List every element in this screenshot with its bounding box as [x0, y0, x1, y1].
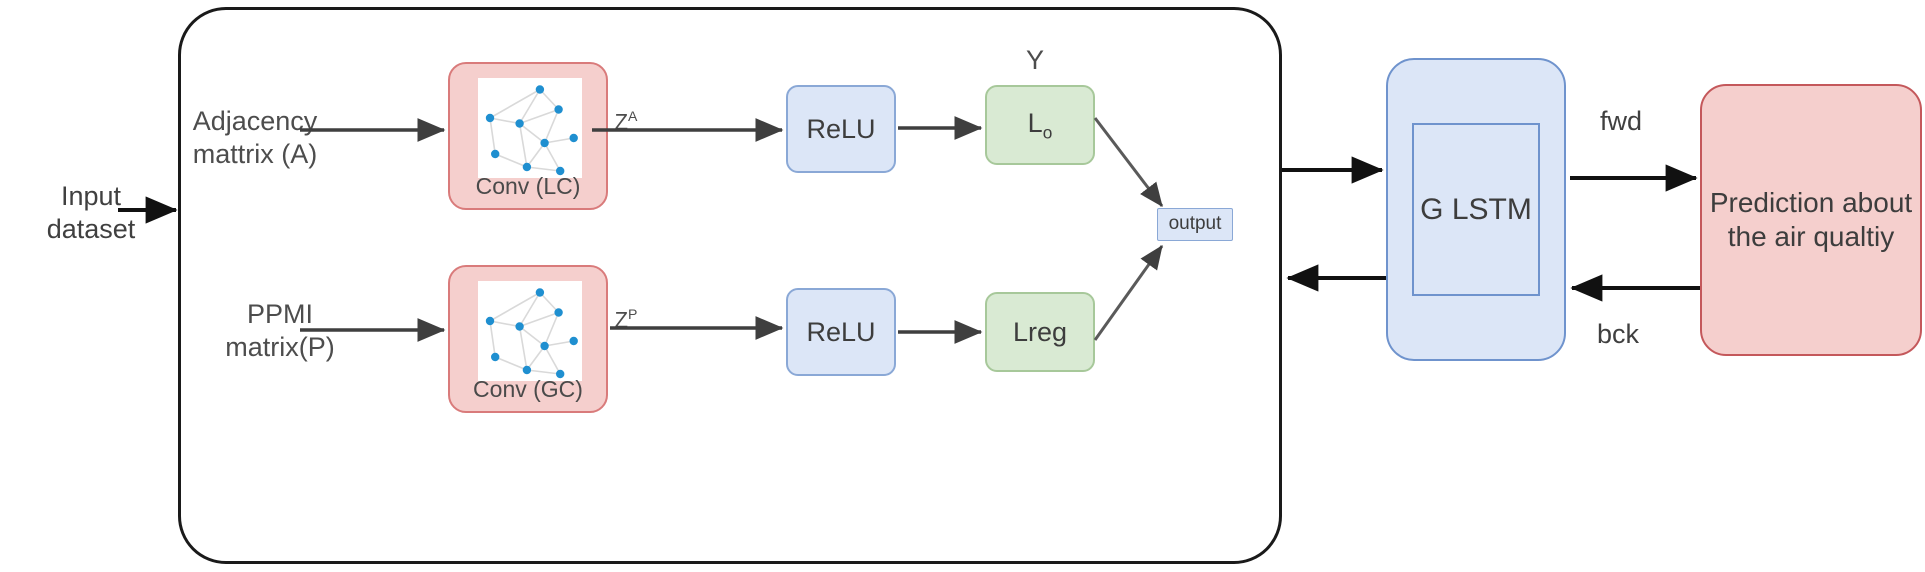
relu-label-top: ReLU — [806, 113, 876, 144]
graph-network-thumbnail — [478, 281, 582, 381]
conv-gc-box[interactable]: Conv (GC) — [448, 265, 608, 413]
conv-gc-caption: Conv (GC) — [473, 376, 583, 402]
loss-lo-label: Lo — [1028, 107, 1053, 143]
ppmi-matrix-label: PPMI matrix(P) — [225, 299, 335, 362]
prediction-box[interactable]: Prediction about the air qualtiy — [1700, 84, 1922, 356]
relu-label-bottom: ReLU — [806, 316, 876, 347]
y-annotation-label: Y — [1025, 45, 1044, 75]
z-p-superscript: P — [628, 306, 638, 322]
output-node-label: output — [1168, 213, 1222, 235]
g-lstm-inner-frame — [1412, 123, 1540, 296]
z-a-superscript: A — [628, 108, 638, 124]
relu-box-bottom[interactable]: ReLU — [786, 288, 896, 376]
output-node[interactable]: output — [1157, 208, 1233, 241]
graph-network-thumbnail — [478, 78, 582, 178]
z-p-base: Z — [614, 307, 629, 333]
loss-lreg-label: Lreg — [1012, 316, 1068, 347]
loss-lreg-box[interactable]: Lreg — [985, 292, 1095, 372]
g-lstm-box[interactable]: G LSTM — [1386, 58, 1566, 361]
g-lstm-label: G LSTM — [1420, 192, 1532, 226]
loss-lo-box[interactable]: Lo — [985, 85, 1095, 165]
loss-lo-subscript: o — [1042, 122, 1053, 143]
conv-lc-box[interactable]: Conv (LC) — [448, 62, 608, 210]
z-a-label: ZA — [596, 108, 656, 136]
fwd-label: fwd — [1600, 106, 1643, 136]
z-p-label: ZP — [596, 306, 656, 334]
conv-lc-caption: Conv (LC) — [475, 173, 581, 199]
z-a-base: Z — [614, 109, 629, 135]
gcn-module-container — [178, 7, 1282, 564]
input-dataset-label: Input dataset — [46, 181, 136, 244]
prediction-label: Prediction about the air qualtiy — [1709, 187, 1913, 252]
relu-box-top[interactable]: ReLU — [786, 85, 896, 173]
adjacency-matrix-label: Adjacency mattrix (A) — [192, 106, 318, 169]
loss-lo-base: L — [1027, 107, 1043, 138]
bck-label: bck — [1597, 319, 1640, 349]
